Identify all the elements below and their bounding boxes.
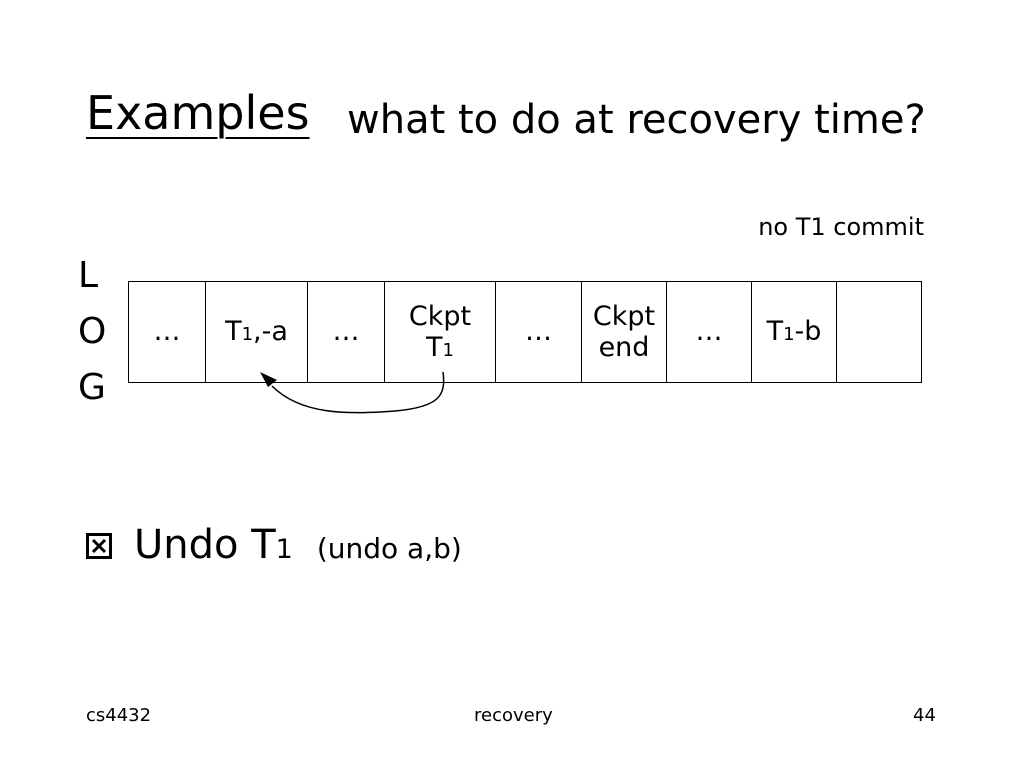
- slide-number: 44: [913, 705, 936, 726]
- bullet-undo: Undo T1 (undo a,b): [86, 525, 462, 565]
- log-cell: T1,-a: [206, 282, 308, 382]
- log-letter-l: L: [78, 255, 99, 296]
- slide-title: Examples: [86, 86, 310, 140]
- log-cell: Ckpt end: [582, 282, 667, 382]
- log-cell: …: [667, 282, 752, 382]
- log-cell: …: [129, 282, 206, 382]
- log-letter-g: G: [78, 367, 106, 408]
- footer-center: recovery: [474, 705, 553, 726]
- log-cell: Ckpt T1: [385, 282, 496, 382]
- undo-note: (undo a,b): [316, 532, 462, 565]
- footer-left: cs4432: [86, 705, 152, 726]
- log-cell: …: [496, 282, 582, 382]
- log-table: … T1,-a … Ckpt T1 … Ckpt end … T1-b: [128, 281, 922, 383]
- checkbox-x-icon: [86, 533, 112, 559]
- slide-subtitle: what to do at recovery time?: [347, 97, 926, 143]
- undo-text: Undo T1: [134, 522, 293, 568]
- log-cell: …: [308, 282, 385, 382]
- note-label: no T1 commit: [758, 213, 924, 241]
- log-letter-o: O: [78, 311, 107, 352]
- log-cell: T1-b: [752, 282, 837, 382]
